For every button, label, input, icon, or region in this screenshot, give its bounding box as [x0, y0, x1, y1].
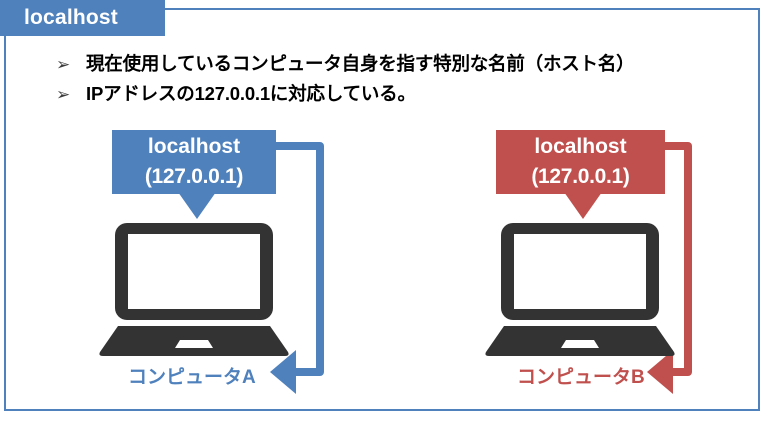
callout-line2: (127.0.0.1) [144, 165, 244, 188]
callout-computer-b: localhost (127.0.0.1) [496, 130, 665, 194]
bullet-text: 現在使用しているコンピュータ自身を指す特別な名前（ホスト名） [86, 53, 635, 74]
callout-line2: (127.0.0.1) [531, 165, 630, 188]
bullet-list: ➢ 現在使用しているコンピュータ自身を指す特別な名前（ホスト名） ➢ IPアドレ… [56, 49, 756, 109]
bullet-arrow-icon: ➢ [56, 55, 71, 75]
callout-line1: localhost [534, 135, 627, 158]
slide-title-tab: localhost [0, 0, 165, 36]
bullet-arrow-icon: ➢ [56, 85, 71, 105]
callout-line1: localhost [147, 135, 241, 158]
node-label-computer-a: コンピュータA [128, 367, 256, 388]
list-item: ➢ 現在使用しているコンピュータ自身を指す特別な名前（ホスト名） [56, 49, 756, 79]
bullet-text: IPアドレスの127.0.0.1に対応している。 [86, 83, 416, 104]
list-item: ➢ IPアドレスの127.0.0.1に対応している。 [56, 79, 756, 109]
node-label-computer-b: コンピュータB [517, 367, 645, 388]
callout-computer-a: localhost (127.0.0.1) [112, 130, 276, 194]
